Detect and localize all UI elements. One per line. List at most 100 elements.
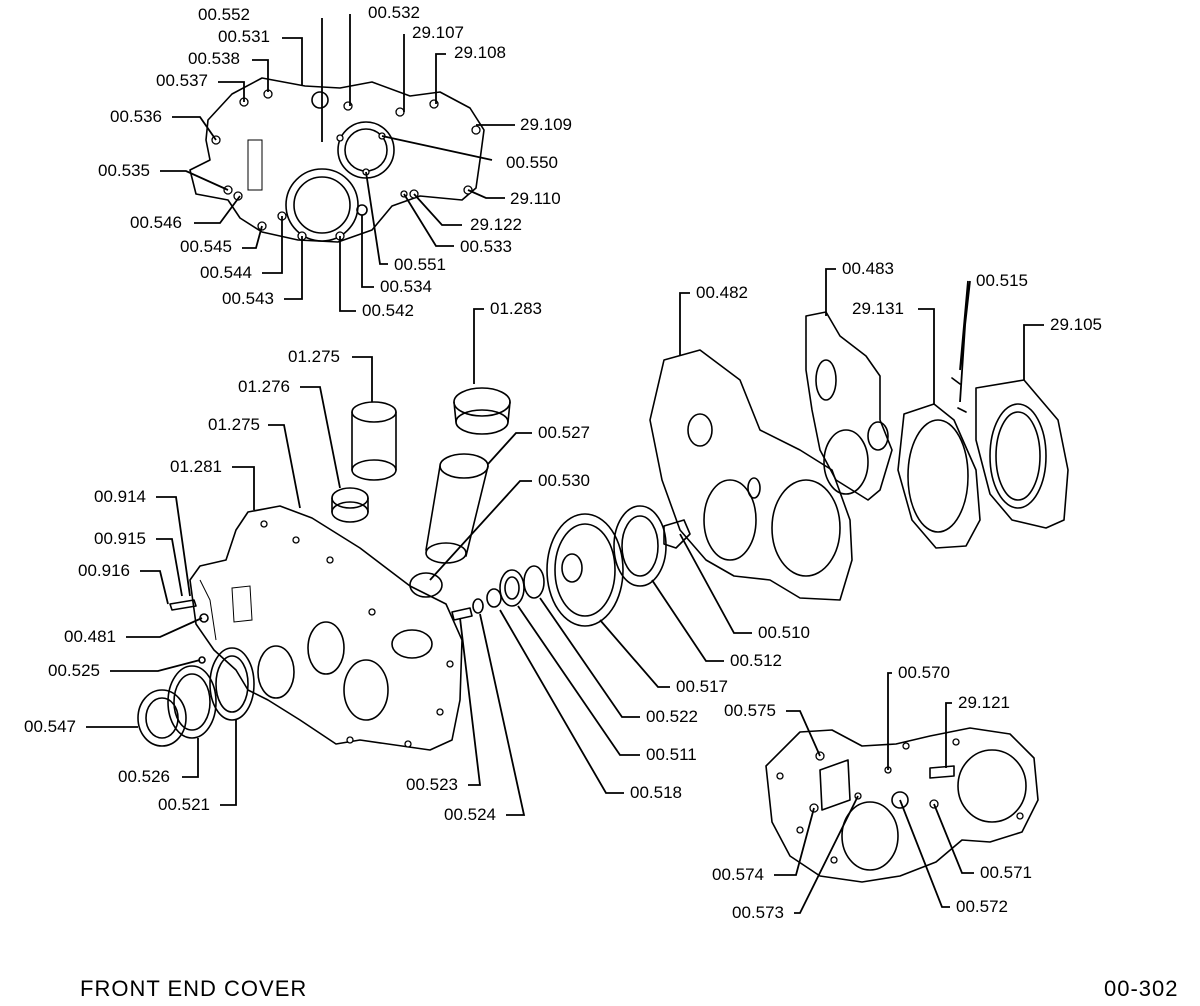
leader-line-00-574 xyxy=(774,807,815,876)
leader-line-00-536 xyxy=(172,116,217,141)
part-label-00-521: 00.521 xyxy=(158,795,210,814)
part-label-00-512: 00.512 xyxy=(730,651,782,670)
part-label-00-542: 00.542 xyxy=(362,301,414,320)
leader-line-00-527 xyxy=(487,432,532,465)
part-label-00-481: 00.481 xyxy=(64,627,116,646)
part-label-00-482: 00.482 xyxy=(696,283,748,302)
leader-line-29-110 xyxy=(467,189,505,199)
part-label-00-571: 00.571 xyxy=(980,863,1032,882)
leader-line-00-914 xyxy=(156,496,191,597)
leader-line-00-544 xyxy=(262,216,283,274)
page-code: 00-302 xyxy=(1104,976,1179,1001)
part-label-29-122: 29.122 xyxy=(470,215,522,234)
leader-line-00-916 xyxy=(140,570,169,605)
leader-line-00-483 xyxy=(825,268,836,316)
leader-line-00-572 xyxy=(899,799,950,908)
leader-line-00-535 xyxy=(160,170,229,191)
leader-line-00-521 xyxy=(220,720,237,806)
part-label-00-916: 00.916 xyxy=(78,561,130,580)
lower-cover-plate xyxy=(765,727,1039,883)
leader-line-00-534 xyxy=(361,215,374,288)
part-label-00-526: 00.526 xyxy=(118,767,170,786)
part-label-00-546: 00.546 xyxy=(130,213,182,232)
leader-line-00-518 xyxy=(499,609,624,794)
leader-line-00-526 xyxy=(182,738,199,778)
part-label-00-517: 00.517 xyxy=(676,677,728,696)
part-label-01-275: 01.275 xyxy=(208,415,260,434)
leader-line-00-530 xyxy=(429,480,532,581)
seal-and-gasket-rings xyxy=(137,599,255,747)
part-label-00-523: 00.523 xyxy=(406,775,458,794)
leader-line-00-575 xyxy=(786,710,821,757)
leader-line-29-121 xyxy=(945,702,952,768)
leader-line-00-533 xyxy=(403,193,454,247)
leader-line-00-522 xyxy=(539,597,640,718)
leader-line-00-546 xyxy=(194,195,241,224)
timing-case-housing xyxy=(189,505,463,751)
part-label-00-483: 00.483 xyxy=(842,259,894,278)
part-label-01-275: 01.275 xyxy=(288,347,340,366)
part-label-00-518: 00.518 xyxy=(630,783,682,802)
leader-line-00-573 xyxy=(794,795,859,914)
leader-line-00-511 xyxy=(517,605,640,756)
leader-line-01-275 xyxy=(352,356,373,402)
leader-line-00-915 xyxy=(156,538,183,597)
part-label-00-551: 00.551 xyxy=(394,255,446,274)
leader-line-29-122 xyxy=(413,193,462,226)
leader-line-00-542 xyxy=(339,236,356,312)
leader-line-00-523 xyxy=(459,617,482,786)
part-label-29-131: 29.131 xyxy=(852,299,904,318)
part-label-00-536: 00.536 xyxy=(110,107,162,126)
part-callouts: 00.552 00.532 00.531 29.107 00.538 29.108 00.5… xyxy=(24,3,1102,922)
part-label-29-105: 29.105 xyxy=(1050,315,1102,334)
part-label-00-511: 00.511 xyxy=(646,745,697,764)
idler-gear-assembly xyxy=(451,505,691,627)
cover-gaskets xyxy=(649,311,1069,601)
leader-line-00-543 xyxy=(284,236,303,300)
part-label-00-524: 00.524 xyxy=(444,805,496,824)
part-label-29-109: 29.109 xyxy=(520,115,572,134)
part-label-00-570: 00.570 xyxy=(898,663,950,682)
leader-line-00-517 xyxy=(599,619,670,688)
part-label-00-537: 00.537 xyxy=(156,71,208,90)
part-label-00-527: 00.527 xyxy=(538,423,590,442)
part-label-00-522: 00.522 xyxy=(646,707,698,726)
leader-line-00-545 xyxy=(242,225,263,249)
part-label-00-538: 00.538 xyxy=(188,49,240,68)
leader-line-00-524 xyxy=(479,613,526,816)
part-label-00-543: 00.543 xyxy=(222,289,274,308)
part-label-00-533: 00.533 xyxy=(460,237,512,256)
leader-line-29-105 xyxy=(1023,324,1044,380)
leader-line-00-537 xyxy=(218,81,245,102)
leader-line-00-570 xyxy=(887,672,892,770)
part-label-00-545: 00.545 xyxy=(180,237,232,256)
part-label-00-574: 00.574 xyxy=(712,865,764,884)
part-label-00-573: 00.573 xyxy=(732,903,784,922)
part-label-29-107: 29.107 xyxy=(412,23,464,42)
part-label-00-532: 00.532 xyxy=(368,3,420,22)
part-label-00-915: 00.915 xyxy=(94,529,146,548)
part-label-00-575: 00.575 xyxy=(724,701,776,720)
bushings-and-sleeves xyxy=(331,387,511,598)
leader-line-00-571 xyxy=(933,803,974,874)
leader-line-00-482 xyxy=(679,292,690,356)
part-label-00-534: 00.534 xyxy=(380,277,432,296)
part-label-00-552: 00.552 xyxy=(198,5,250,24)
leader-line-01-283 xyxy=(473,308,484,384)
part-label-00-530: 00.530 xyxy=(538,471,590,490)
leader-line-00-550 xyxy=(381,135,493,161)
part-label-00-525: 00.525 xyxy=(48,661,100,680)
part-label-00-531: 00.531 xyxy=(218,27,270,46)
leader-line-00-512 xyxy=(651,579,724,662)
part-label-29-108: 29.108 xyxy=(454,43,506,62)
part-label-01-276: 01.276 xyxy=(238,377,290,396)
part-label-01-281: 01.281 xyxy=(170,457,222,476)
leader-line-01-276 xyxy=(300,386,341,489)
leader-line-00-551 xyxy=(365,171,388,265)
leader-line-00-538 xyxy=(252,59,269,92)
part-label-00-572: 00.572 xyxy=(956,897,1008,916)
leader-line-29-108 xyxy=(435,53,446,104)
diagram-title: FRONT END COVER xyxy=(80,976,308,1001)
part-label-00-510: 00.510 xyxy=(758,623,810,642)
